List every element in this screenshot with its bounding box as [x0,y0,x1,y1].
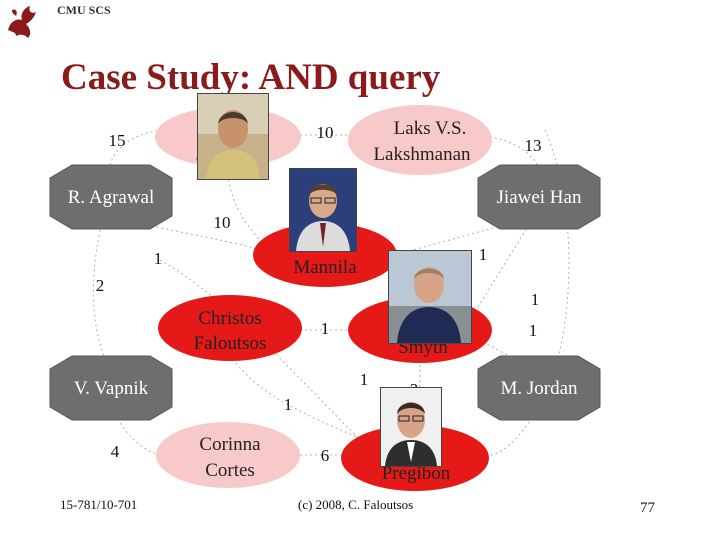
node-laks-ellipse [348,105,492,175]
node-agrawal-octagon [49,164,173,230]
portrait-photo-jagadish [197,93,269,180]
edge-label-15: 15 [109,131,126,150]
node-laks-label-line2: Lakshmanan [373,144,471,165]
node-faloutsos-label-line2: Faloutsos [194,333,267,354]
node-agrawal-label: R. Agrawal [68,187,155,208]
node-vapnik-label: V. Vapnik [74,378,149,399]
node-laks-label-line1: Laks V.S. [394,118,467,139]
header-org-label: CMU SCS [57,3,111,17]
edge-smyth-han [469,214,536,321]
edge-han-jordan [544,129,570,371]
node-faloutsos-label-line1: Christos [198,308,261,329]
node-pregibon-label: Pregibon [382,463,451,484]
edge-label-10-top: 10 [317,123,334,142]
edge-label-1-e: 1 [529,321,538,340]
page-number: 77 [640,500,655,516]
slide-title: Case Study: AND query [61,57,441,98]
portrait-photo-pregibon [380,387,442,467]
edge-label-1-c: 1 [531,290,540,309]
edge-label-1-a: 1 [154,249,163,268]
node-han-label: Jiawei Han [497,187,582,208]
edge-vapnik-cortes [111,404,161,456]
edge-faloutsos-pregibon [229,354,376,446]
edge-label-1-d: 1 [321,319,330,338]
footer-copyright: (c) 2008, C. Faloutsos [298,497,414,512]
node-jordan-label: M. Jordan [500,378,578,399]
edge-label-1-g: 1 [284,395,293,414]
node-cortes-label-line2: Cortes [205,460,255,481]
edge-label-1-b: 1 [479,245,488,264]
edge-label-4: 4 [111,442,120,461]
portrait-photo-mannila [289,168,357,252]
edge-label-6: 6 [321,446,330,465]
edge-label-1-f: 1 [360,370,369,389]
portrait-photo-smyth [388,250,472,344]
edge-label-13: 13 [525,136,542,155]
edge-label-10-mid: 10 [214,213,231,232]
node-mannila-label: Mannila [293,257,357,278]
edge-agrawal-mannila [107,214,261,251]
edge-label-2: 2 [96,276,105,295]
cmu-griffin-logo-icon [8,6,36,38]
node-vapnik-octagon [49,355,173,421]
node-cortes-label-line1: Corinna [199,434,261,455]
node-jordan-octagon [477,355,601,421]
node-cortes-ellipse [156,422,300,488]
node-han-octagon [477,164,601,230]
edge-agrawal-pregibon [159,259,371,451]
edge-agrawal-vapnik [92,229,111,371]
footer-course-label: 15-781/10-701 [60,497,138,512]
node-faloutsos-ellipse [158,295,302,361]
